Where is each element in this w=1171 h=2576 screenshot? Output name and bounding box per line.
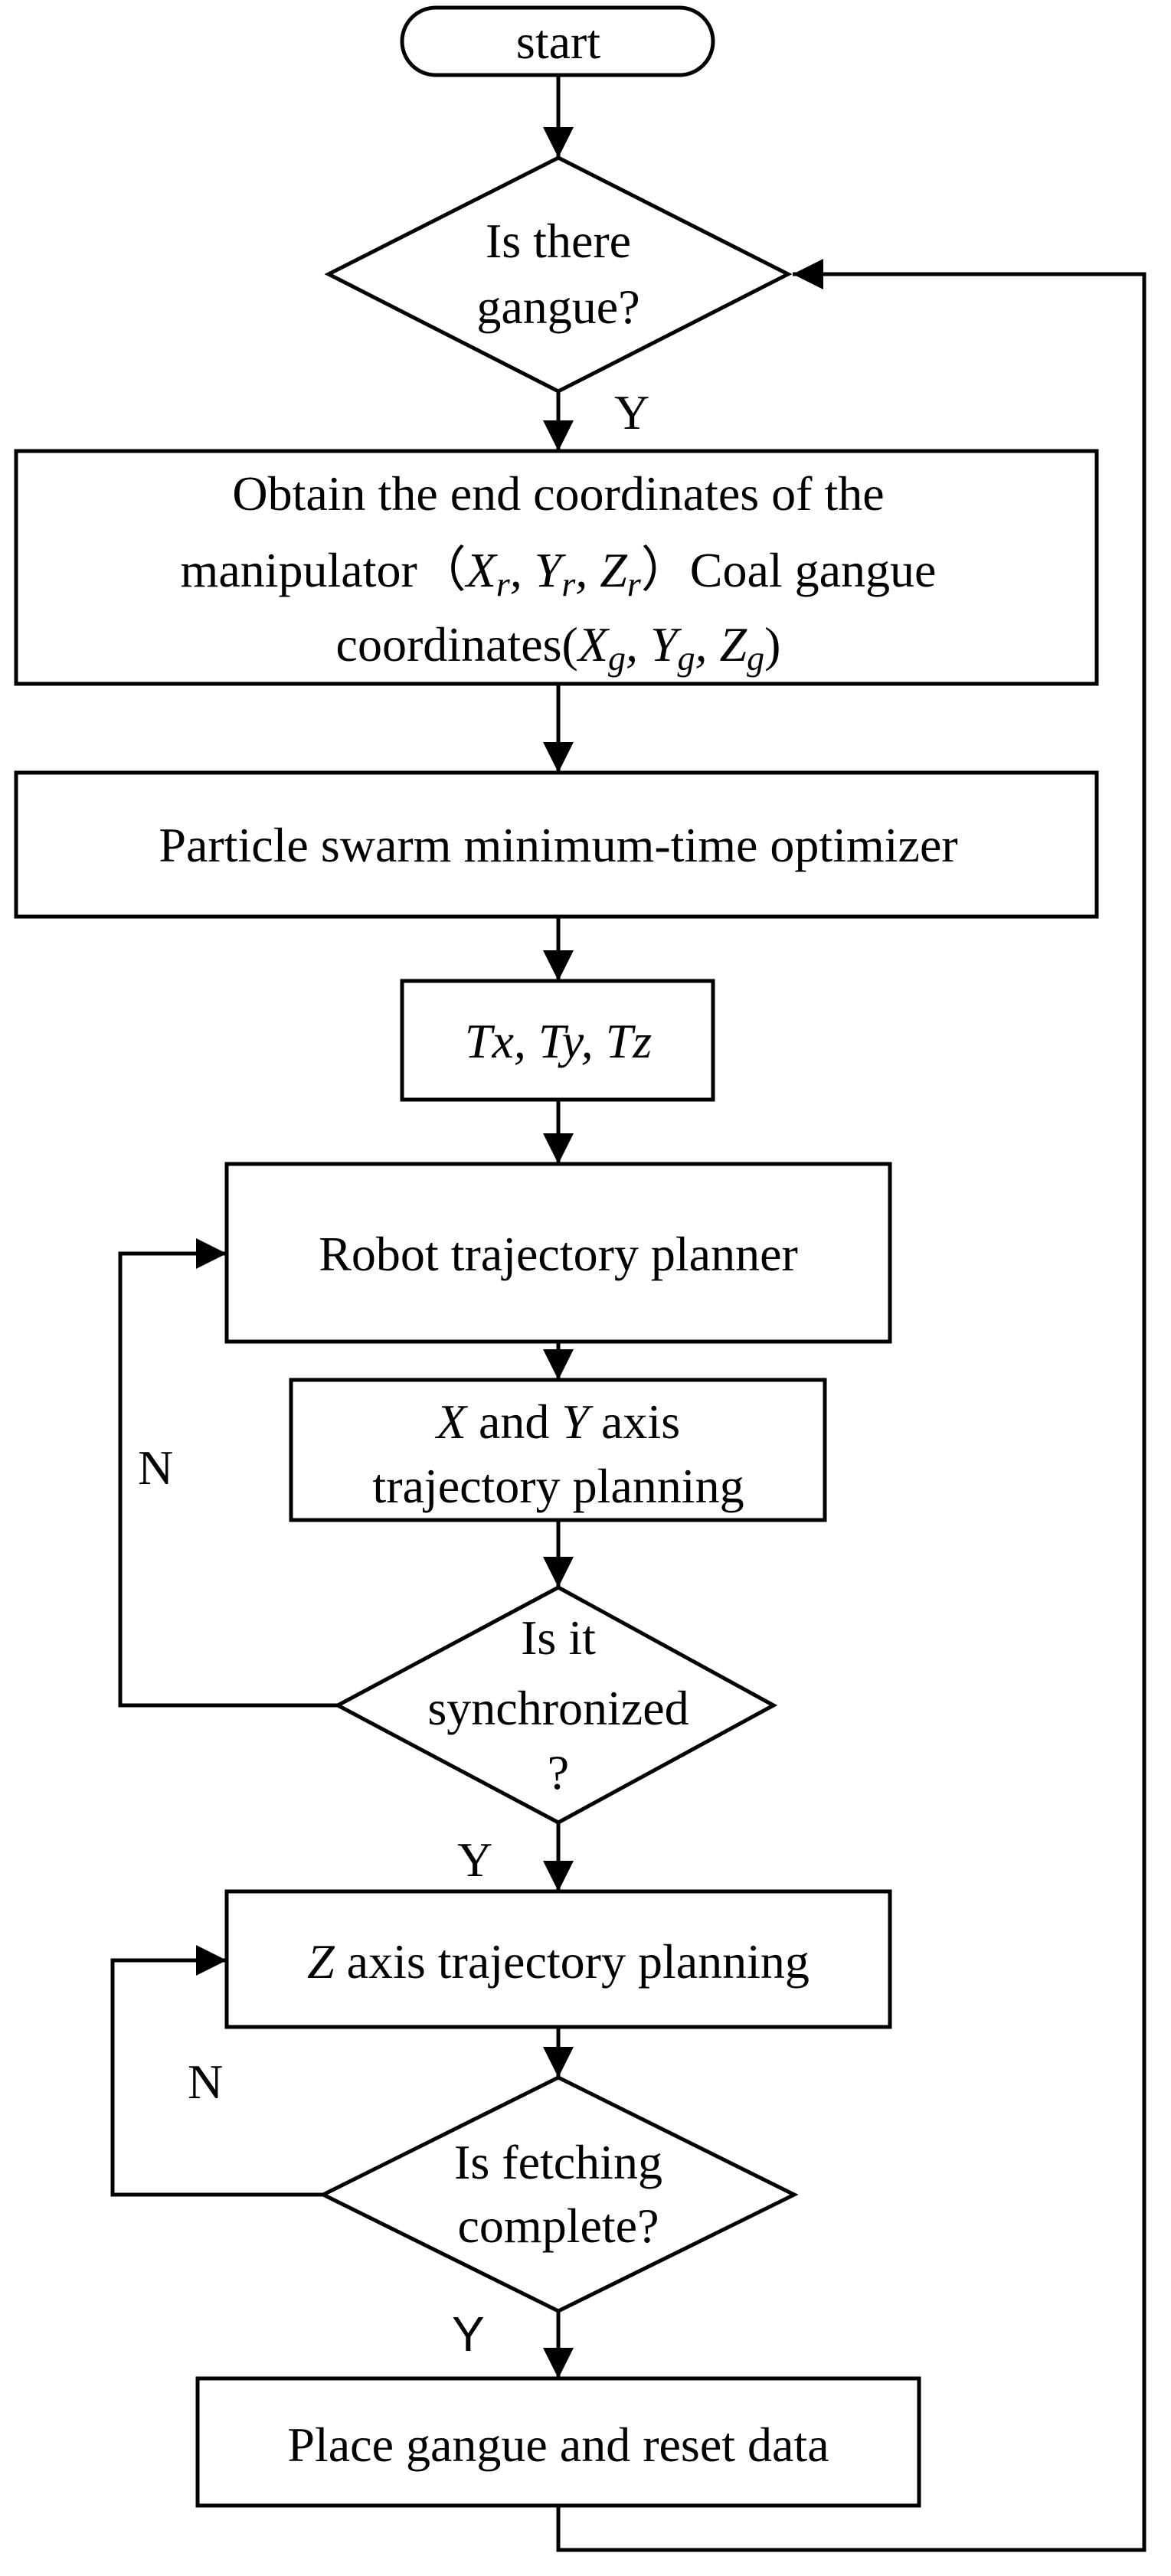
times-label: Tx, Ty, Tz [465,1014,652,1068]
xy-planning-node: X and Y axis trajectory planning [289,1378,827,1522]
decision-fetching: Is fetching complete? [319,2075,799,2313]
pso-label: Particle swarm minimum-time optimizer [159,818,957,872]
edge-place-return-loop [556,259,1146,2552]
decision-synchronized-line1: Is it [521,1610,596,1665]
decision-gangue-line2: gangue? [476,280,639,334]
times-node: Tx, Ty, Tz [400,979,715,1102]
decision-synchronized-line2: synchronized [427,1681,689,1735]
decision-gangue: Is there gangue? [324,155,793,394]
planner-label: Robot trajectory planner [319,1227,798,1281]
xy-planning-box [289,1378,827,1522]
decision-synchronized-diamond [333,1585,778,1825]
z-planning-node: Z axis trajectory planning [224,1889,892,2029]
obtain-line2: manipulator（Xr, Yr, Zr）Coal gangue [181,543,937,603]
place-box [195,2376,921,2508]
obtain-line1: Obtain the end coordinates of the [232,466,884,521]
start-terminator [400,5,715,77]
decision-fetching-line1: Is fetching [454,2135,662,2189]
place-label: Place gangue and reset data [287,2417,829,2472]
planner-box [224,1162,892,1344]
decision-gangue-diamond [324,155,793,394]
z-planning-label: Z axis trajectory planning [307,1934,810,1989]
obtain-coordinates-box [14,449,1099,686]
decision-synchronized: Is it synchronized ? [333,1585,778,1825]
decision-fetching-line2: complete? [458,2198,659,2253]
times-box [400,979,715,1102]
place-node: Place gangue and reset data [195,2376,921,2508]
pso-node: Particle swarm minimum-time optimizer [14,770,1099,919]
decision-synchronized-line3: ? [548,1745,569,1800]
pso-box [14,770,1099,919]
decision-synchronized-no-label: N [138,1440,173,1495]
decision-synchronized-yes-label: Y [457,1832,492,1887]
connectors [110,75,1146,2552]
start-label: start [516,15,600,69]
edge-labels: Y N Y N Y [138,385,649,2362]
decision-gangue-line1: Is there [486,214,631,268]
obtain-coordinates-node: Obtain the end coordinates of the manipu… [14,449,1099,686]
decision-gangue-yes-label: Y [614,385,649,440]
edge-decision3-no-loop [110,1945,323,2197]
edge-decision2-no-loop [118,1238,338,1708]
decision-fetching-no-label: N [188,2055,223,2109]
xy-planning-line2: trajectory planning [372,1459,744,1513]
xy-planning-line1: X and Y axis [434,1394,680,1449]
planner-node: Robot trajectory planner [224,1162,892,1344]
decision-fetching-diamond [319,2075,799,2313]
decision-fetching-yes-label: Y [452,2306,485,2362]
start-node: start [400,5,715,77]
z-planning-box [224,1889,892,2029]
obtain-line3: coordinates(Xg, Yg, Zg) [336,617,781,678]
